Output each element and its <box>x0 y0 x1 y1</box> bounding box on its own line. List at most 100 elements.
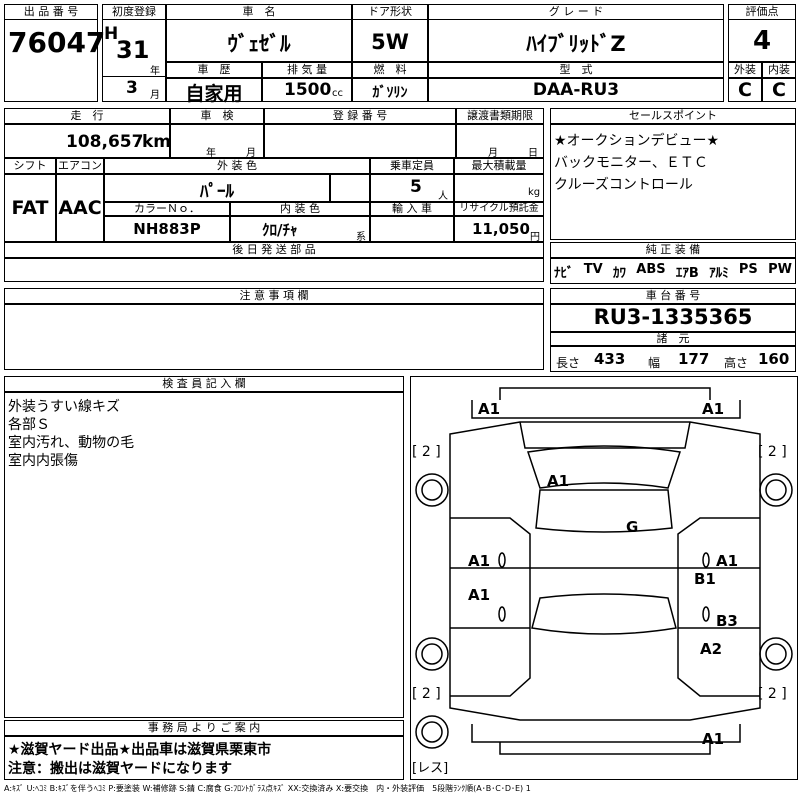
width-label: 幅 <box>648 356 661 370</box>
notes-label: 注 意 事 項 欄 <box>4 288 544 304</box>
inspect-box <box>170 124 264 158</box>
dims-label: 諸 元 <box>550 332 796 346</box>
equip-navi: ﾅﾋﾞ <box>554 266 574 281</box>
model-value: DAA-RU3 <box>532 80 620 100</box>
chassis-box <box>550 304 796 332</box>
shift-box <box>4 174 56 242</box>
length-value: 433 <box>594 350 626 368</box>
mark-right-rear-door: B3 <box>716 612 738 630</box>
name-label: 車 名 <box>166 4 352 20</box>
equip-box <box>550 258 796 284</box>
import-box <box>370 216 454 242</box>
diagram-box <box>410 376 798 780</box>
ext-label: 外装 <box>728 62 762 78</box>
office-line-1: ★滋賀ヤード出品★出品車は滋賀県栗東市 <box>8 742 272 758</box>
int-box <box>762 78 796 102</box>
load-unit: kg <box>528 187 541 198</box>
length-label: 長さ <box>556 356 581 370</box>
capacity-box <box>370 174 454 202</box>
office-label: 事 務 局 よ り ご 案 内 <box>4 720 404 736</box>
inspector-label: 検 査 員 記 入 欄 <box>4 376 404 392</box>
mark-roof: A1 <box>547 472 569 490</box>
tyre-rear-left: [ 2 ] <box>412 686 441 702</box>
inspect-label: 車 検 <box>170 108 264 124</box>
month-unit: 月 <box>150 90 160 101</box>
ac-box <box>56 174 104 242</box>
car-outline <box>415 387 793 755</box>
reg-year: 31 <box>116 36 150 64</box>
equip-leather: ｶﾜ <box>613 266 626 281</box>
history-value: 自家用 <box>185 83 243 105</box>
lot-number: 76047 <box>8 26 106 59</box>
tyre-depths: [ 2 ] [ 2 ] [ 2 ] [ 2 ] [レス] <box>412 444 787 776</box>
interior-label: 内 装 色 <box>230 202 370 216</box>
interior-value: ｸﾛ/ﾁｬ <box>262 221 298 239</box>
color-value: ﾊﾟｰﾙ <box>200 182 234 202</box>
equip-pw: PW <box>768 262 792 277</box>
disp-unit: cc <box>332 88 343 99</box>
mark-left-rear-door: A1 <box>468 586 490 604</box>
first-reg-label: 初度登録 <box>102 4 166 20</box>
color-box <box>104 174 330 202</box>
height-label: 高さ <box>724 356 749 370</box>
sales-point-1: ★オークションデビュー★ <box>554 133 720 149</box>
chassis-number: RU3-1335365 <box>593 305 753 329</box>
era: H <box>104 24 119 44</box>
legend: A:ｷｽﾞ U:ﾍｺﾐ B:ｷｽﾞを伴うﾍｺﾐ P:要塗装 W:補修跡 S:錆 … <box>4 784 531 793</box>
height-value: 160 <box>758 350 790 368</box>
door-label: ドア形状 <box>352 4 428 20</box>
interior-unit: 系 <box>356 232 366 243</box>
fuel-label: 燃 料 <box>352 62 428 78</box>
disp-box <box>262 78 352 102</box>
score-label: 評価点 <box>728 4 796 20</box>
ext-value: C <box>738 79 752 101</box>
mileage-value: 108,657 <box>66 132 144 152</box>
disp-value: 1500 <box>284 80 332 100</box>
inspector-line-2: 各部Ｓ <box>8 417 50 433</box>
load-label: 最大積載量 <box>454 158 544 174</box>
ac-value: AAC <box>58 197 102 219</box>
equipment-list: ﾅﾋﾞ TV ｶﾜ ABS ｴｱB ｱﾙﾐ PS PW <box>554 262 792 281</box>
shift-value: FAT <box>11 197 49 219</box>
inspector-line-4: 室内内張傷 <box>8 453 78 469</box>
office-line-2: 注意：搬出は滋賀ヤードになります <box>8 761 232 777</box>
inspect-year-unit: 年 <box>206 148 216 159</box>
mileage-box <box>4 124 170 158</box>
parts-label: 後 日 発 送 部 品 <box>4 242 544 258</box>
equip-tv: TV <box>583 262 603 277</box>
grade-value: ﾊｲﾌﾞﾘｯﾄﾞZ <box>526 32 626 56</box>
ac-label: エアコン <box>56 158 104 174</box>
width-value: 177 <box>678 350 710 368</box>
mark-right-pillar: B1 <box>694 570 716 588</box>
office-box <box>4 736 404 780</box>
mark-glass: G <box>626 518 638 536</box>
mark-rear: A1 <box>702 730 724 748</box>
ext-box <box>728 78 762 102</box>
capacity-value: 5 <box>410 177 422 197</box>
disp-label: 排 気 量 <box>262 62 352 78</box>
regno-box <box>264 124 456 158</box>
colorno-box <box>104 216 230 242</box>
damage-diagram: A1 A1 A1 G A1 A1 A1 B1 B3 A2 A1 [ 2 ] [ … <box>412 387 793 776</box>
chassis-label: 車 台 番 号 <box>550 288 796 304</box>
reg-month: 3 <box>126 78 138 98</box>
tyre-rear-right: [ 2 ] <box>758 686 787 702</box>
equip-label: 純 正 装 備 <box>550 242 796 258</box>
mark-left-front-door: A1 <box>468 552 490 570</box>
mileage-label: 走 行 <box>4 108 170 124</box>
equip-airbag: ｴｱB <box>675 266 699 281</box>
recycle-box <box>454 216 544 242</box>
recycle-value: 11,050 <box>472 220 530 238</box>
points-label: セールスポイント <box>550 108 796 124</box>
color-label: 外 装 色 <box>104 158 370 174</box>
mark-right-front-door: A1 <box>716 552 738 570</box>
load-box <box>454 174 544 202</box>
car-name: ｳﾞｪｾﾞﾙ <box>227 32 291 56</box>
tyre-spare: [レス] <box>412 761 448 776</box>
door-value: 5W <box>371 30 409 54</box>
mark-front-right: A1 <box>702 400 724 418</box>
grade-label: グ レ ー ド <box>428 4 724 20</box>
colorno-label: カラーＮｏ． <box>104 202 230 216</box>
mark-front-left: A1 <box>478 400 500 418</box>
interior-box <box>230 216 370 242</box>
